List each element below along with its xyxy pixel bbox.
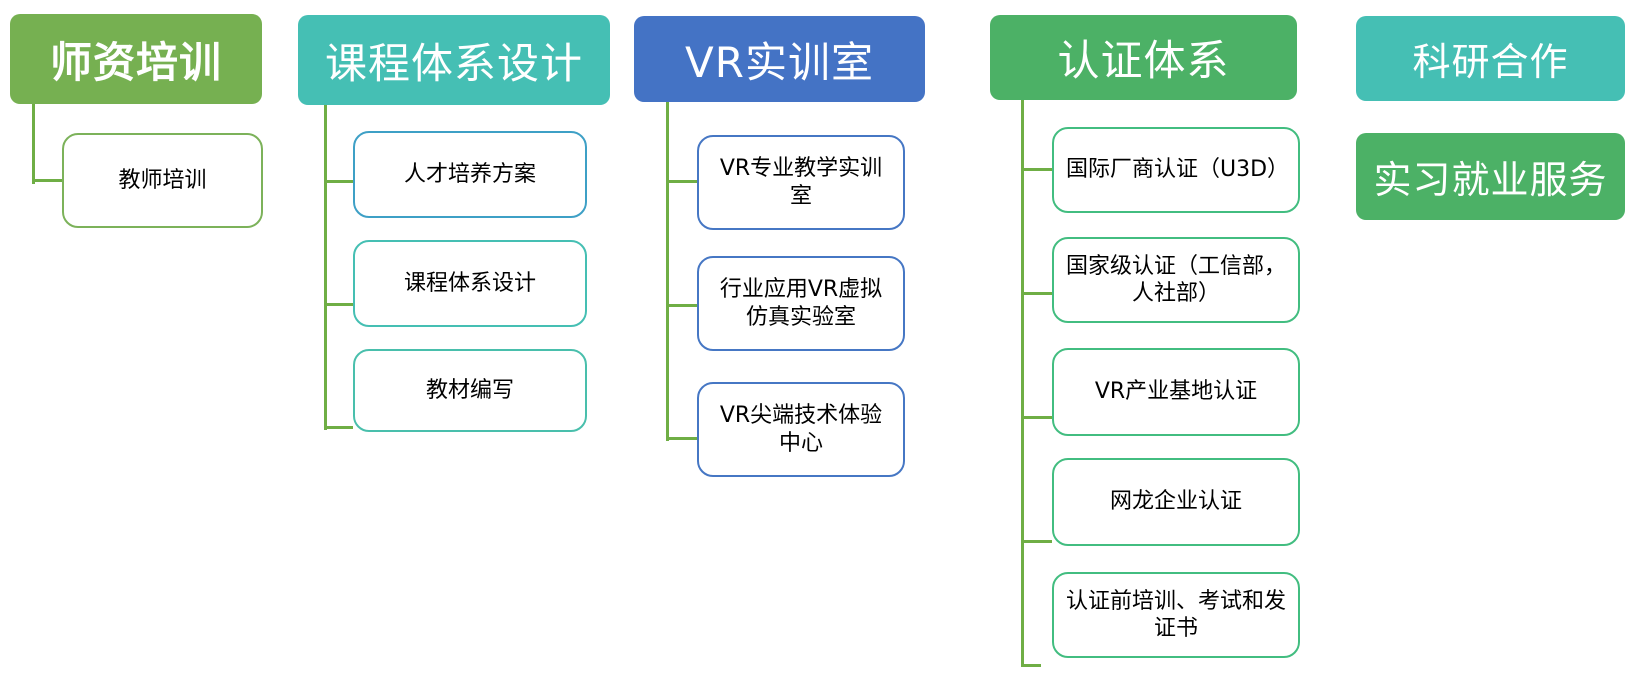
connector-stub <box>324 426 353 429</box>
connector-stub <box>32 179 62 182</box>
connector-stub <box>1021 664 1041 667</box>
connector-stub <box>666 437 697 440</box>
child-vr-base-cert: VR产业基地认证 <box>1052 348 1300 436</box>
child-pre-cert-training: 认证前培训、考试和发证书 <box>1052 572 1300 658</box>
connector-vertical-line <box>666 102 669 441</box>
header-curriculum-design: 课程体系设计 <box>298 15 610 105</box>
connector-stub <box>324 180 353 183</box>
connector-vertical-line <box>1021 100 1024 667</box>
header-internship-employment: 实习就业服务 <box>1356 133 1625 220</box>
child-teacher-training: 教师培训 <box>62 133 263 228</box>
connector-stub <box>1021 168 1052 171</box>
connector-stub <box>1021 416 1052 419</box>
connector-stub <box>1021 292 1052 295</box>
header-teacher-training: 师资培训 <box>10 14 262 104</box>
header-vr-training-room: VR实训室 <box>634 16 925 102</box>
connector-stub <box>324 303 353 306</box>
connector-stub <box>666 180 697 183</box>
child-national-cert: 国家级认证（工信部，人社部） <box>1052 237 1300 323</box>
child-vr-simulation-lab: 行业应用VR虚拟仿真实验室 <box>697 256 905 351</box>
connector-vertical-line <box>32 104 35 184</box>
child-textbook-writing: 教材编写 <box>353 349 587 432</box>
child-talent-plan: 人才培养方案 <box>353 131 587 218</box>
connector-vertical-line <box>324 105 327 430</box>
child-vendor-cert: 国际厂商认证（U3D） <box>1052 127 1300 213</box>
header-certification-system: 认证体系 <box>990 15 1297 100</box>
connector-stub <box>1021 540 1052 543</box>
connector-stub <box>666 304 697 307</box>
child-vr-tech-center: VR尖端技术体验中心 <box>697 382 905 477</box>
child-netdragon-cert: 网龙企业认证 <box>1052 458 1300 546</box>
header-research-cooperation: 科研合作 <box>1356 16 1625 101</box>
child-curriculum-design: 课程体系设计 <box>353 240 587 327</box>
child-vr-teaching-room: VR专业教学实训室 <box>697 135 905 230</box>
